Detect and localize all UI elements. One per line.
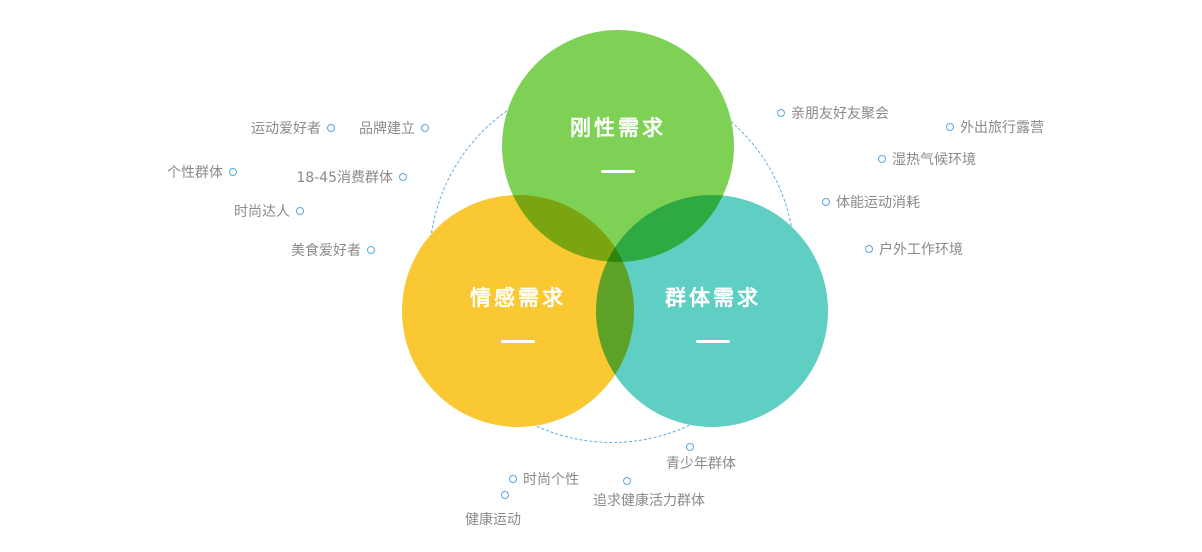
title-underline-rigid xyxy=(601,170,635,173)
label-travel-camping: 外出旅行露营 xyxy=(946,118,1044,136)
label-text: 美食爱好者 xyxy=(291,243,361,259)
bullet-icon xyxy=(327,124,335,132)
bullet-icon xyxy=(946,123,954,131)
label-text: 个性群体 xyxy=(167,165,223,181)
bullet-icon xyxy=(399,173,407,181)
label-text: 户外工作环境 xyxy=(879,242,963,258)
label-consumer-group: 18-45消费群体 xyxy=(296,168,407,186)
label-text: 时尚个性 xyxy=(523,472,579,488)
label-humid-climate: 湿热气候环境 xyxy=(878,150,976,168)
bullet-icon xyxy=(296,207,304,215)
label-sports-fans: 运动爱好者 xyxy=(251,119,335,137)
circle-title-emotional: 情感需求 xyxy=(470,286,566,310)
bullet-icon xyxy=(509,475,517,483)
label-text: 品牌建立 xyxy=(359,121,415,137)
bullet-icon xyxy=(229,168,237,176)
bullet-icon xyxy=(367,246,375,254)
bullet-icon xyxy=(623,477,631,485)
circle-title-rigid: 刚性需求 xyxy=(570,116,666,140)
venn-diagram: 刚性需求 情感需求 群体需求 xyxy=(400,30,828,428)
label-food-lovers: 美食爱好者 xyxy=(291,241,375,259)
label-friends-gathering: 亲朋友好友聚会 xyxy=(777,104,889,122)
bullet-icon xyxy=(865,245,873,253)
label-personality-group: 个性群体 xyxy=(167,163,237,181)
label-healthy-sports: 健康运动 xyxy=(465,491,521,529)
circle-title-group: 群体需求 xyxy=(665,286,761,310)
label-fashion-expert: 时尚达人 xyxy=(234,202,304,220)
label-text: 运动爱好者 xyxy=(251,121,321,137)
bullet-icon xyxy=(878,155,886,163)
bullet-icon xyxy=(822,198,830,206)
bullet-icon xyxy=(777,109,785,117)
label-youth-group: 青少年群体 xyxy=(666,443,736,473)
label-brand-building: 品牌建立 xyxy=(359,119,429,137)
label-text: 外出旅行露营 xyxy=(960,120,1044,136)
label-text: 湿热气候环境 xyxy=(892,152,976,168)
venn-circle-emotional xyxy=(402,195,634,427)
label-text: 亲朋友好友聚会 xyxy=(791,106,889,122)
label-text: 青少年群体 xyxy=(666,456,736,472)
bullet-icon xyxy=(686,443,694,451)
title-underline-emotional xyxy=(501,340,535,343)
label-physical-exertion: 体能运动消耗 xyxy=(822,193,920,211)
label-text: 时尚达人 xyxy=(234,204,290,220)
label-fashion-personality: 时尚个性 xyxy=(509,470,579,488)
venn-circle-group xyxy=(596,195,828,427)
label-text: 18-45消费群体 xyxy=(296,170,393,186)
label-outdoor-work: 户外工作环境 xyxy=(865,240,963,258)
label-healthy-vitality-group: 追求健康活力群体 xyxy=(593,477,705,510)
label-text: 体能运动消耗 xyxy=(836,195,920,211)
label-text: 健康运动 xyxy=(465,512,521,528)
title-underline-group xyxy=(696,340,730,343)
label-text: 追求健康活力群体 xyxy=(593,493,705,509)
bullet-icon xyxy=(421,124,429,132)
bullet-icon xyxy=(501,491,509,499)
